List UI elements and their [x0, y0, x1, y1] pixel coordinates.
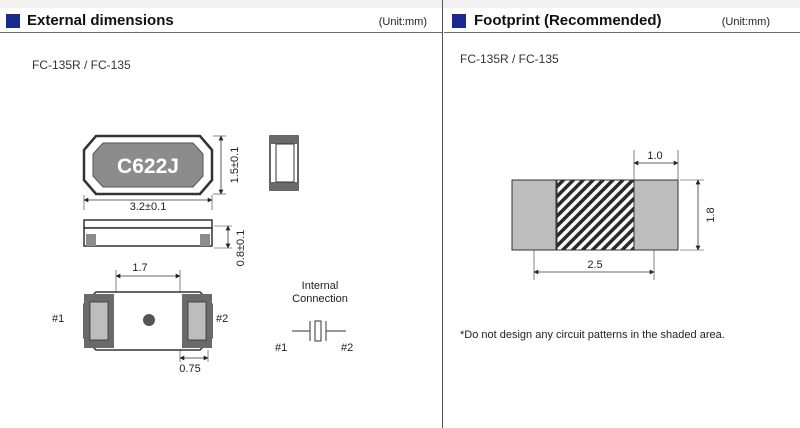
pad-width-dim-label: 0.75 [179, 363, 200, 375]
footprint-pad-height-label: 1.8 [705, 207, 717, 222]
internal-pin2-label: #2 [341, 342, 353, 354]
header-marker-icon [452, 14, 466, 28]
footprint-header: Footprint (Recommended) (Unit:mm) [444, 10, 800, 33]
external-dimensions-title: External dimensions [27, 12, 174, 29]
right-model-label: FC-135R / FC-135 [460, 52, 559, 66]
footprint-title: Footprint (Recommended) [474, 12, 662, 29]
crystal-symbol-icon [292, 320, 346, 342]
panel-divider [442, 0, 443, 428]
external-dimensions-header: External dimensions (Unit:mm) [0, 10, 443, 33]
footprint-pad-right [633, 179, 679, 251]
package-end-view [269, 135, 299, 191]
footprint-panel: Footprint (Recommended) (Unit:mm) FC-135… [444, 0, 800, 428]
internal-connection-line1: Internal [302, 280, 339, 292]
bottom-pin2-label: #2 [216, 313, 228, 325]
package-bottom-view [83, 291, 213, 351]
internal-pin1-label: #1 [275, 342, 287, 354]
external-dimensions-drawing: C622J 3.2±0.1 1.5±0.1 0.8±0.1 [52, 134, 353, 375]
footprint-pad-left [511, 179, 557, 251]
footprint-pad-width-label: 1.0 [647, 150, 662, 162]
footprint-unit: (Unit:mm) [721, 16, 770, 28]
pad-pitch-dim-label: 1.7 [132, 262, 147, 274]
header-marker-icon [6, 14, 20, 28]
bottom-pin1-label: #1 [52, 313, 64, 325]
footprint-drawing: 1.0 1.8 2.5 [511, 150, 717, 280]
internal-connection-line2: Connection [292, 293, 348, 305]
external-dimensions-panel: External dimensions (Unit:mm) FC-135R / … [0, 10, 443, 375]
shaded-keepout-area [556, 179, 635, 251]
external-dimensions-unit: (Unit:mm) [378, 16, 427, 28]
width-dim-label: 1.5±0.1 [229, 147, 241, 184]
package-side-view [83, 219, 213, 247]
length-dim-label: 3.2±0.1 [130, 201, 167, 213]
package-marking: C622J [117, 155, 179, 178]
top-strip [0, 0, 800, 8]
height-dim-label: 0.8±0.1 [235, 230, 247, 267]
left-model-label: FC-135R / FC-135 [32, 58, 131, 72]
package-top-view: C622J [82, 134, 214, 196]
shaded-area-note: *Do not design any circuit patterns in t… [460, 329, 725, 341]
footprint-length-label: 2.5 [587, 259, 602, 271]
